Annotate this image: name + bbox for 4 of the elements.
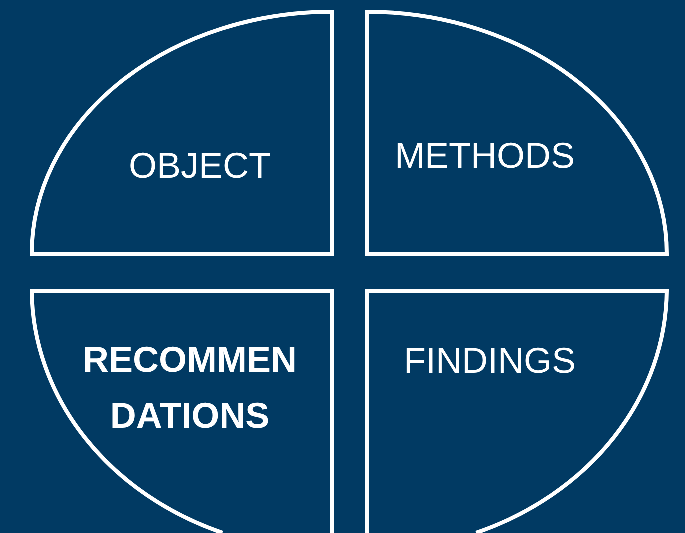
quadrant-label: FINDINGS (402, 339, 577, 383)
quadrant-label: METHODS (394, 134, 576, 178)
quadrant-label: RECOMMEN DATIONS (82, 338, 298, 438)
quadrant-label: OBJECT (128, 144, 272, 188)
